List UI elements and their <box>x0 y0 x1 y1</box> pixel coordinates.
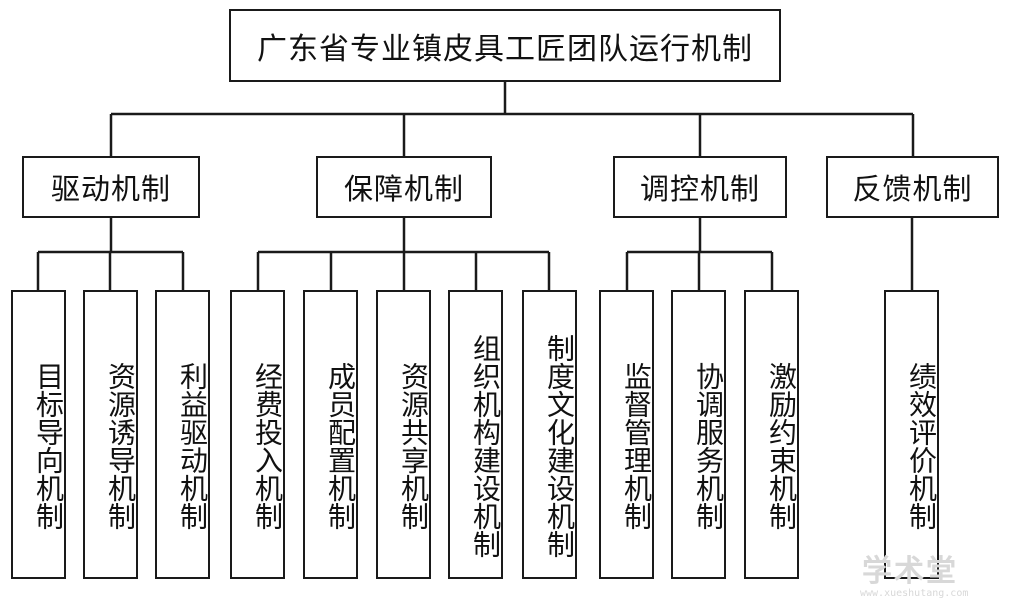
watermark-url: www.xueshutang.com <box>860 588 969 599</box>
leaf-node: 资源共享机制 <box>376 290 431 579</box>
leaf-node: 组织机构建设机制 <box>448 290 503 579</box>
leaf-node: 制度文化建设机制 <box>522 290 577 579</box>
leaf-node: 利益驱动机制 <box>155 290 210 579</box>
group-node-guarantee: 保障机制 <box>316 156 492 218</box>
leaf-node: 激励约束机制 <box>744 290 799 579</box>
leaf-node: 协调服务机制 <box>671 290 726 579</box>
leaf-node: 经费投入机制 <box>230 290 285 579</box>
leaf-node: 目标导向机制 <box>11 290 66 579</box>
root-node: 广东省专业镇皮具工匠团队运行机制 <box>229 9 781 82</box>
group-node-feedback: 反馈机制 <box>826 156 999 218</box>
group-node-driving: 驱动机制 <box>22 156 200 218</box>
watermark-logo: 学术堂 <box>862 554 958 589</box>
leaf-node: 监督管理机制 <box>599 290 654 579</box>
leaf-node: 资源诱导机制 <box>83 290 138 579</box>
group-node-regulation: 调控机制 <box>613 156 787 218</box>
leaf-node: 绩效评价机制 <box>884 290 939 579</box>
leaf-node: 成员配置机制 <box>303 290 358 579</box>
